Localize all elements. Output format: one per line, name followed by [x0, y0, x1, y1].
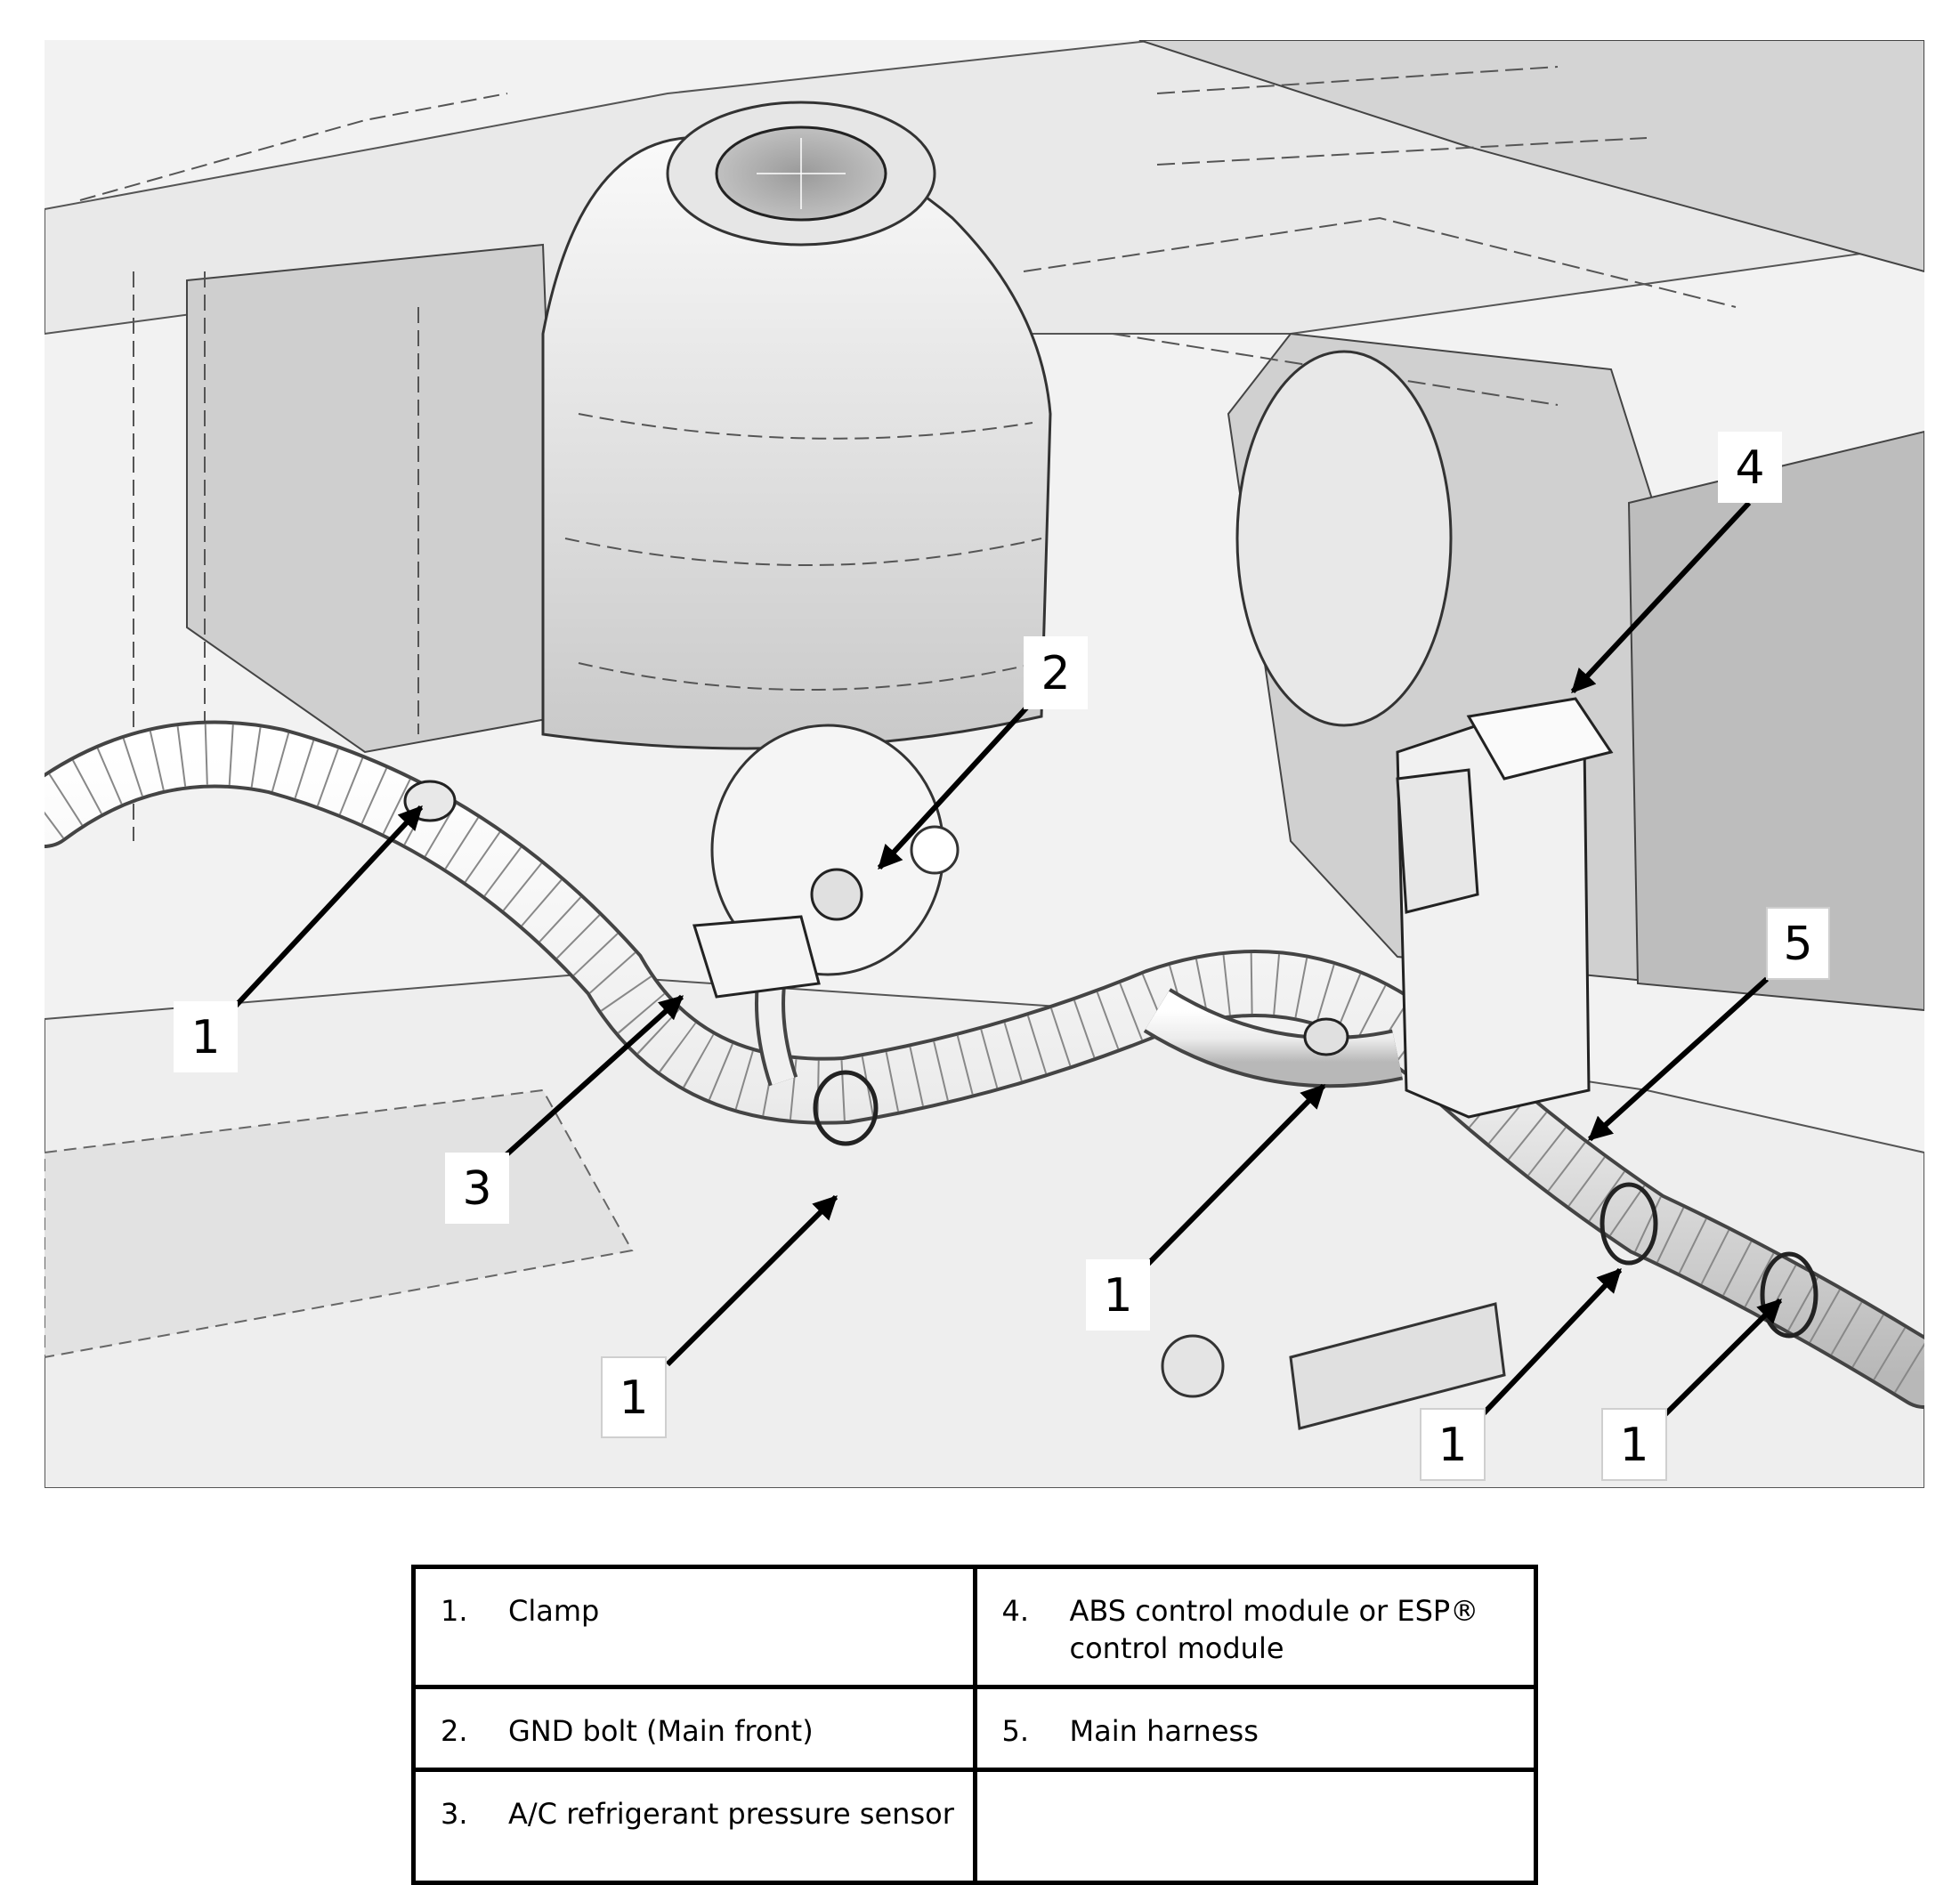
legend-row: 3. A/C refrigerant pressure sensor	[411, 1768, 1538, 1885]
callout-arrows	[233, 500, 1783, 1418]
callout-c1a: 1	[174, 1001, 238, 1072]
arrow-main-harness	[1587, 976, 1770, 1142]
legend-text: Main harness	[1069, 1714, 1259, 1748]
arrow-clamp-right-2	[1662, 1298, 1783, 1418]
arrow-ac-sensor	[500, 994, 684, 1161]
clamp-right-2	[1760, 1251, 1818, 1339]
legend-row: 1. Clamp 4. ABS control module or ESP® c…	[411, 1565, 1538, 1689]
callout-label-1: 1	[1438, 1419, 1467, 1472]
legend-cell-empty	[972, 1768, 1538, 1885]
arrow-abs-module	[1570, 500, 1752, 694]
legend-table: 1. Clamp 4. ABS control module or ESP® c…	[411, 1565, 1538, 1885]
callout-box	[445, 1153, 509, 1224]
upper-right-panel	[1138, 40, 1924, 273]
legend-cell: 3. A/C refrigerant pressure sensor	[411, 1768, 977, 1885]
callout-label-1: 1	[619, 1371, 648, 1425]
legend-cell: 4. ABS control module or ESP® control mo…	[972, 1565, 1538, 1689]
callout-box	[174, 1001, 238, 1072]
abs-module-connector	[1396, 768, 1479, 914]
legend-cell: 2. GND bolt (Main front)	[411, 1685, 977, 1772]
callout-label-1: 1	[190, 1011, 220, 1064]
clamp-right-1	[1600, 1182, 1658, 1266]
callout-c1b: 1	[601, 1356, 667, 1438]
callout-c1d: 1	[1420, 1408, 1486, 1481]
bracket-plate	[1289, 1302, 1506, 1430]
callout-box	[1718, 432, 1782, 503]
left-structure-lines	[79, 93, 508, 841]
callout-box	[1601, 1408, 1667, 1481]
legend-text: A/C refrigerant pressure sensor	[508, 1797, 954, 1831]
engine-bay-illustration: 1 1 1 1 1 2 3 4 5	[45, 40, 1924, 1488]
legend-number: 2.	[441, 1714, 468, 1748]
callout-label-2: 2	[1041, 647, 1070, 700]
legend-cell: 1. Clamp	[411, 1565, 977, 1689]
callout-label-1: 1	[1103, 1269, 1132, 1323]
main-harness	[45, 724, 1924, 1405]
callout-c3: 3	[445, 1153, 509, 1224]
legend-entry-main-harness: 5. Main harness	[1002, 1712, 1517, 1750]
ac-sensor-connector	[692, 915, 821, 999]
callout-c2: 2	[1024, 636, 1088, 709]
callout-box	[1086, 1259, 1150, 1331]
callout-box	[601, 1356, 667, 1438]
callout-label-3: 3	[462, 1162, 491, 1216]
callout-box	[1420, 1408, 1486, 1481]
callout-c5: 5	[1766, 907, 1830, 980]
strut-hole-crosshair	[757, 138, 846, 209]
wheel-well-ring	[1235, 350, 1453, 727]
arrow-gnd-bolt	[877, 700, 1033, 870]
legend-number: 3.	[441, 1797, 468, 1831]
legend-cell: 5. Main harness	[972, 1685, 1538, 1772]
legend-number: 5.	[1001, 1714, 1030, 1748]
arrow-clamp-left	[233, 805, 424, 1008]
legend-number: 4.	[1001, 1594, 1030, 1628]
floor-grommet	[1161, 1334, 1225, 1398]
arrow-clamp-module	[1146, 1083, 1326, 1266]
callout-c4: 4	[1718, 432, 1782, 503]
abs-module-top	[1466, 697, 1614, 781]
legend-text: Clamp	[508, 1594, 600, 1628]
legend-entry-gnd-bolt: 2. GND bolt (Main front)	[441, 1712, 955, 1750]
mount-stud	[910, 825, 960, 875]
gnd-bolt	[810, 868, 863, 921]
illustration-svg: 1 1 1 1 1 2 3 4 5	[45, 40, 1924, 1488]
arrow-clamp-center	[665, 1194, 838, 1367]
legend-text: GND bolt (Main front)	[508, 1714, 814, 1748]
legend-entry-abs-module: 4. ABS control module or ESP® control mo…	[1002, 1592, 1517, 1667]
legend-entry-ac-sensor: 3. A/C refrigerant pressure sensor	[441, 1795, 955, 1832]
right-inner-panel	[1627, 430, 1924, 1012]
callout-label-4: 4	[1735, 441, 1764, 495]
clamp-module	[1303, 1017, 1349, 1056]
callout-c1e: 1	[1601, 1408, 1667, 1481]
left-wall-panel	[186, 243, 563, 754]
callout-box	[1766, 907, 1830, 980]
legend-row: 2. GND bolt (Main front) 5. Main harness	[411, 1685, 1538, 1772]
arrow-clamp-right-1	[1479, 1267, 1623, 1418]
clamp-center	[813, 1070, 879, 1146]
callout-label-5: 5	[1783, 918, 1812, 971]
callout-label-1: 1	[1619, 1419, 1648, 1472]
legend-number: 1.	[441, 1594, 468, 1628]
callout-box	[1024, 636, 1088, 709]
legend-text: ABS control module or ESP® control modul…	[1069, 1594, 1479, 1665]
strut-tower-contours	[564, 413, 1042, 691]
branch-harness	[1145, 991, 1403, 1085]
callout-c1c: 1	[1086, 1259, 1150, 1331]
legend-entry-clamp: 1. Clamp	[441, 1592, 955, 1630]
